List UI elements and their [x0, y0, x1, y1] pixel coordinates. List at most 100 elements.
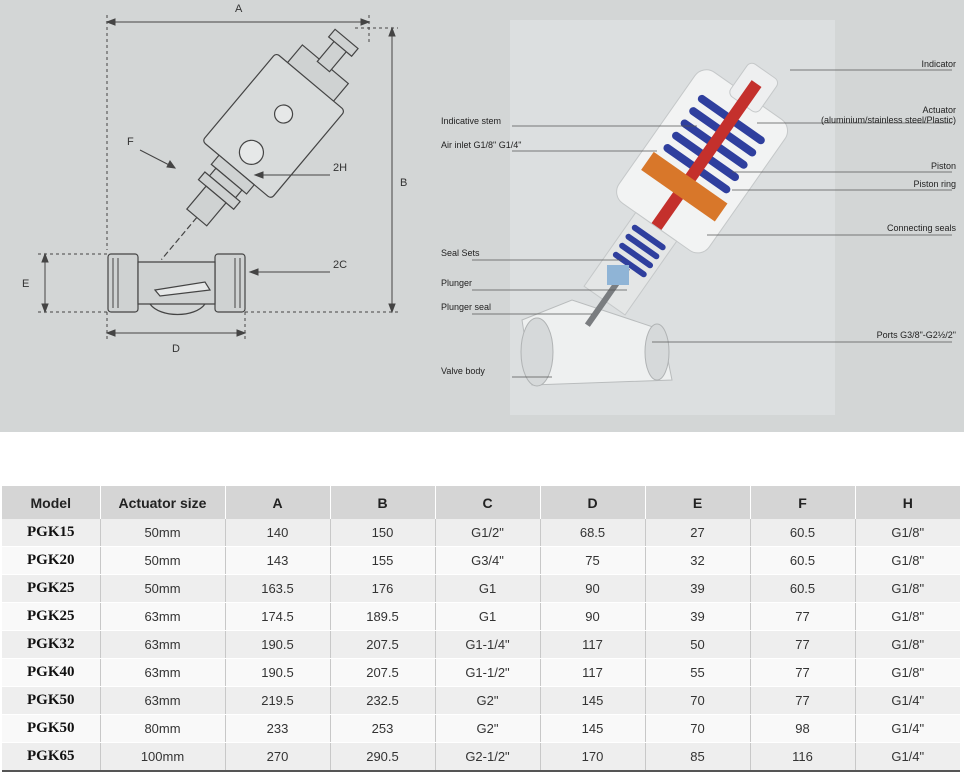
cell-model: PGK25 [2, 574, 101, 603]
table-row: PGK50 63mm 219.5 232.5 G2" 145 70 77 G1/… [2, 686, 960, 715]
cell-e: 50 [645, 630, 751, 659]
cell-h: G1/8" [855, 519, 960, 547]
cell-h: G1/4" [855, 714, 960, 743]
callout-ports: Ports G3/8"-G2½/2" [876, 330, 956, 340]
cell-d: 117 [540, 630, 646, 659]
cell-b: 155 [330, 546, 436, 575]
cell-h: G1/8" [855, 658, 960, 687]
cell-actuator-size: 63mm [100, 602, 226, 631]
cell-a: 190.5 [225, 630, 331, 659]
callout-piston: Piston [930, 161, 956, 171]
table-row: PGK20 50mm 143 155 G3/4" 75 32 60.5 G1/8… [2, 546, 960, 575]
cell-a: 233 [225, 714, 331, 743]
callout-actuator-material: (aluminium/stainless steel/Plastic) [820, 115, 956, 125]
cell-a: 143 [225, 546, 331, 575]
cell-actuator-size: 63mm [100, 658, 226, 687]
cell-c: G1-1/4" [435, 630, 541, 659]
cell-model: PGK20 [2, 546, 101, 575]
cell-d: 90 [540, 574, 646, 603]
cell-f: 60.5 [750, 574, 856, 603]
table-row: PGK32 63mm 190.5 207.5 G1-1/4" 117 50 77… [2, 630, 960, 659]
cell-actuator-size: 50mm [100, 546, 226, 575]
cell-h: G1/8" [855, 630, 960, 659]
cell-b: 207.5 [330, 658, 436, 687]
cell-c: G2" [435, 714, 541, 743]
cell-h: G1/8" [855, 574, 960, 603]
cell-e: 32 [645, 546, 751, 575]
cell-h: G1/8" [855, 546, 960, 575]
cell-b: 232.5 [330, 686, 436, 715]
cell-b: 290.5 [330, 742, 436, 772]
cell-d: 170 [540, 742, 646, 772]
cell-model: PGK32 [2, 630, 101, 659]
table-header-row: Model Actuator size A B C D E F H [2, 486, 960, 519]
dim-label-2h: 2H [333, 162, 347, 174]
header-b: B [330, 486, 436, 519]
cell-f: 77 [750, 630, 856, 659]
callout-piston-ring: Piston ring [913, 179, 956, 189]
cell-e: 27 [645, 519, 751, 547]
callout-actuator-title: Actuator [922, 105, 956, 115]
cell-b: 150 [330, 519, 436, 547]
cell-a: 163.5 [225, 574, 331, 603]
cell-model: PGK65 [2, 742, 101, 772]
cell-f: 116 [750, 742, 856, 772]
cell-actuator-size: 63mm [100, 630, 226, 659]
callout-indicator: Indicator [921, 59, 956, 69]
cell-c: G1 [435, 602, 541, 631]
cell-e: 70 [645, 686, 751, 715]
table-row: PGK15 50mm 140 150 G1/2" 68.5 27 60.5 G1… [2, 519, 960, 547]
cell-model: PGK40 [2, 658, 101, 687]
cell-b: 176 [330, 574, 436, 603]
cell-a: 140 [225, 519, 331, 547]
cell-e: 39 [645, 602, 751, 631]
cell-c: G2" [435, 686, 541, 715]
cell-a: 270 [225, 742, 331, 772]
callout-indicative-stem: Indicative stem [441, 116, 502, 126]
cell-d: 117 [540, 658, 646, 687]
callout-seal-sets: Seal Sets [441, 248, 480, 258]
cell-actuator-size: 50mm [100, 519, 226, 547]
table-row: PGK25 63mm 174.5 189.5 G1 90 39 77 G1/8" [2, 602, 960, 631]
cell-a: 219.5 [225, 686, 331, 715]
cell-d: 90 [540, 602, 646, 631]
cell-model: PGK15 [2, 519, 101, 547]
cell-c: G1-1/2" [435, 658, 541, 687]
cell-c: G3/4" [435, 546, 541, 575]
table-row: PGK50 80mm 233 253 G2" 145 70 98 G1/4" [2, 714, 960, 743]
cell-h: G1/4" [855, 742, 960, 772]
dim-label-e: E [22, 278, 29, 290]
callout-air-inlet: Air inlet G1/8" G1/4" [441, 140, 522, 150]
cell-actuator-size: 63mm [100, 686, 226, 715]
cell-h: G1/8" [855, 602, 960, 631]
header-c: C [435, 486, 541, 519]
cell-actuator-size: 80mm [100, 714, 226, 743]
callout-valve-body: Valve body [441, 366, 485, 376]
cell-d: 145 [540, 686, 646, 715]
cell-e: 55 [645, 658, 751, 687]
cell-e: 70 [645, 714, 751, 743]
cell-model: PGK50 [2, 714, 101, 743]
header-model: Model [2, 486, 101, 519]
dim-label-f: F [127, 136, 134, 148]
spec-table: Model Actuator size A B C D E F H PGK15 … [2, 486, 960, 772]
cell-actuator-size: 50mm [100, 574, 226, 603]
table-row: PGK65 100mm 270 290.5 G2-1/2" 170 85 116… [2, 742, 960, 772]
cell-d: 145 [540, 714, 646, 743]
cell-b: 207.5 [330, 630, 436, 659]
cell-a: 190.5 [225, 658, 331, 687]
cell-h: G1/4" [855, 686, 960, 715]
callout-connecting-seals: Connecting seals [886, 223, 956, 233]
dim-label-a: A [235, 3, 243, 15]
header-a: A [225, 486, 331, 519]
cell-e: 85 [645, 742, 751, 772]
cell-c: G1 [435, 574, 541, 603]
callout-actuator: Actuator (aluminium/stainless steel/Plas… [821, 105, 956, 125]
cell-model: PGK25 [2, 602, 101, 631]
cell-b: 189.5 [330, 602, 436, 631]
cell-c: G2-1/2" [435, 742, 541, 772]
dim-label-d: D [172, 343, 180, 355]
cell-actuator-size: 100mm [100, 742, 226, 772]
table-row: PGK40 63mm 190.5 207.5 G1-1/2" 117 55 77… [2, 658, 960, 687]
cell-f: 98 [750, 714, 856, 743]
